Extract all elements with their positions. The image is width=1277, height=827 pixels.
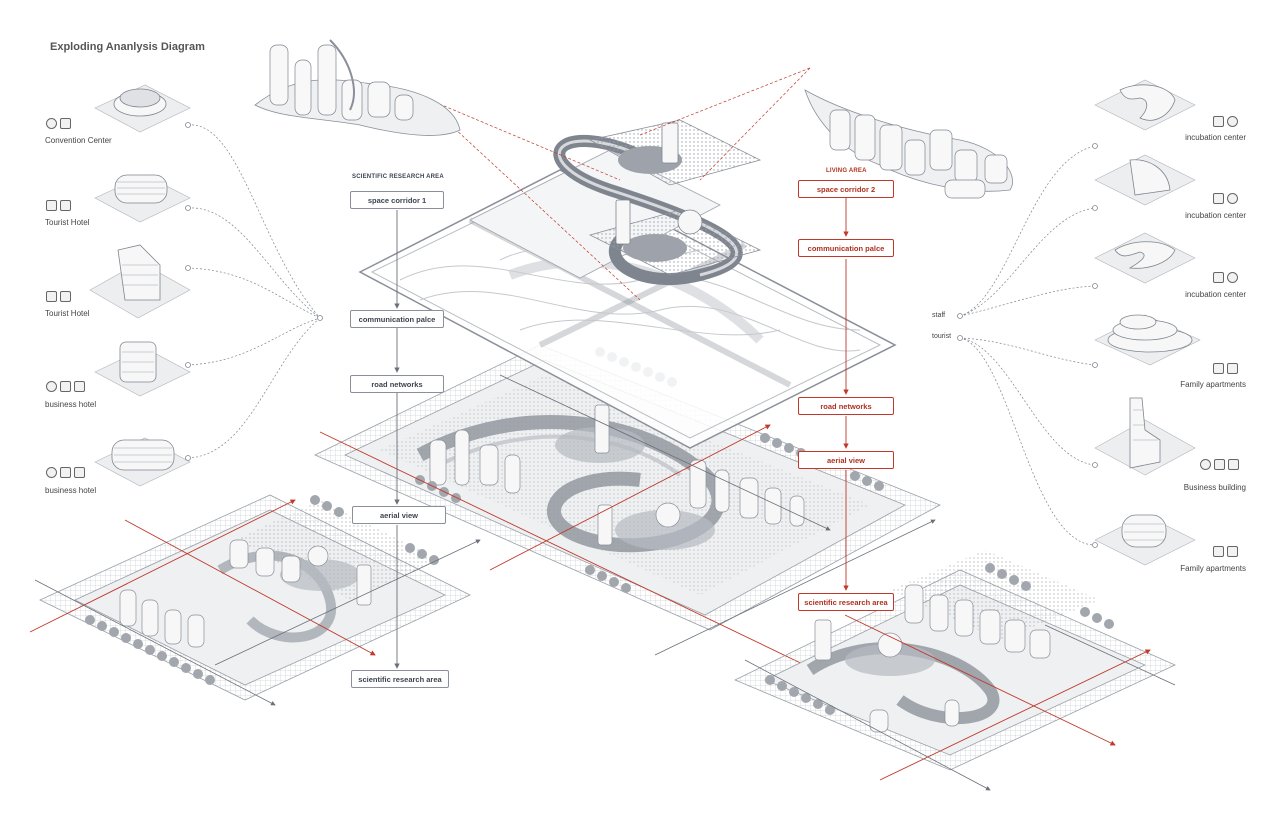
flow-step-space-corridor-1: space corridor 1	[350, 191, 444, 209]
suitcase-icon	[74, 381, 85, 392]
suitcase-icon	[74, 467, 85, 478]
suitcase-icon	[60, 291, 71, 302]
aerial-view-layer	[314, 344, 941, 731]
phone-icon	[1214, 459, 1225, 470]
person-icon	[46, 381, 57, 392]
tile-family-apartments-1	[1094, 314, 1201, 366]
living-cluster-model	[804, 89, 1013, 199]
label-convention-center: Convention Center	[45, 136, 112, 145]
tile-tourist-hotel-2	[89, 244, 191, 319]
label-tourist-hotel-1: Tourist Hotel	[45, 218, 90, 227]
tile-business-building	[1094, 397, 1196, 476]
tile-incubation-center-3	[1094, 232, 1196, 284]
icon-group-family-1	[1213, 363, 1238, 374]
document-icon	[1213, 546, 1224, 557]
document-icon	[1213, 363, 1224, 374]
label-family-apartments-1: Family apartments	[1180, 380, 1246, 389]
left-site-plate	[29, 494, 481, 706]
label-business-hotel-1: business hotel	[45, 400, 97, 409]
left-building-tiles	[89, 84, 191, 487]
icon-group-tourist-2	[46, 291, 71, 302]
icon-group-family-2	[1213, 546, 1238, 557]
document-icon	[1228, 459, 1239, 470]
flow-step-road-networks: road networks	[350, 375, 444, 393]
lightbulb-icon	[1227, 272, 1238, 283]
icon-group-incubation-3	[1213, 272, 1238, 283]
right-building-tiles	[1094, 79, 1201, 566]
label-tourist-hotel-2: Tourist Hotel	[45, 309, 90, 318]
badge-icon	[1213, 116, 1224, 127]
right-connectors	[959, 145, 1096, 546]
scientific-research-cluster-model	[254, 39, 461, 136]
label-business-hotel-2: business hotel	[45, 486, 97, 495]
lightbulb-icon	[46, 118, 57, 129]
tile-business-hotel-1	[94, 341, 191, 397]
icon-group-incubation-1	[1213, 116, 1238, 127]
space-corridor-layer	[469, 119, 762, 286]
suitcase-icon	[60, 200, 71, 211]
calendar-icon	[1227, 363, 1238, 374]
label-tourist: tourist	[932, 333, 952, 340]
calendar-icon	[1227, 546, 1238, 557]
tile-convention-center	[94, 84, 191, 133]
badge-icon	[1213, 193, 1224, 204]
right-site-plate	[734, 550, 1176, 791]
icon-group-business-1	[46, 381, 85, 392]
lightbulb-icon	[1227, 193, 1238, 204]
tile-business-hotel-2	[94, 437, 191, 487]
projection-lines	[429, 67, 811, 301]
icon-group-tourist-1	[46, 200, 71, 211]
flow-step-road-networks-living: road networks	[798, 397, 894, 415]
flow-step-communication-palce-living: communication palce	[798, 239, 894, 257]
flow-step-space-corridor-2: space corridor 2	[798, 180, 894, 198]
flow-step-communication-palce: communication palce	[350, 310, 444, 328]
diagram-title: Exploding Ananlysis Diagram	[50, 41, 205, 53]
flow-step-aerial-view: aerial view	[352, 506, 446, 524]
cart-icon	[46, 200, 57, 211]
living-area-heading: LIVING AREA	[826, 168, 867, 174]
lightbulb-icon	[1227, 116, 1238, 127]
flow-step-aerial-view-living: aerial view	[798, 451, 894, 469]
icon-group-convention	[46, 118, 71, 129]
money-icon	[60, 381, 71, 392]
label-incubation-center-2: incubation center	[1185, 211, 1246, 220]
badge-icon	[1213, 272, 1224, 283]
label-incubation-center-3: incubation center	[1185, 290, 1246, 299]
scientific-area-heading: SCIENTIFIC RESEARCH AREA	[352, 174, 444, 180]
label-incubation-center-1: incubation center	[1185, 133, 1246, 142]
icon-group-business-2	[46, 467, 85, 478]
factory-icon	[60, 118, 71, 129]
icon-group-incubation-2	[1213, 193, 1238, 204]
money-icon	[60, 467, 71, 478]
tile-incubation-center-2	[1094, 154, 1196, 206]
icon-group-business-building	[1200, 459, 1239, 470]
cart-icon	[46, 291, 57, 302]
label-business-building: Business building	[1183, 483, 1246, 492]
lightbulb-icon	[1200, 459, 1211, 470]
person-icon	[46, 467, 57, 478]
label-family-apartments-2: Family apartments	[1180, 564, 1246, 573]
left-connectors	[187, 124, 321, 459]
flow-step-scientific-research-area-living: scientific research area	[798, 593, 894, 611]
tile-incubation-center-1	[1094, 79, 1196, 131]
label-staff: staff	[932, 312, 946, 319]
tile-family-apartments-2	[1094, 514, 1196, 566]
flow-step-scientific-research-area: scientific research area	[351, 670, 449, 688]
tile-tourist-hotel-1	[94, 174, 191, 223]
